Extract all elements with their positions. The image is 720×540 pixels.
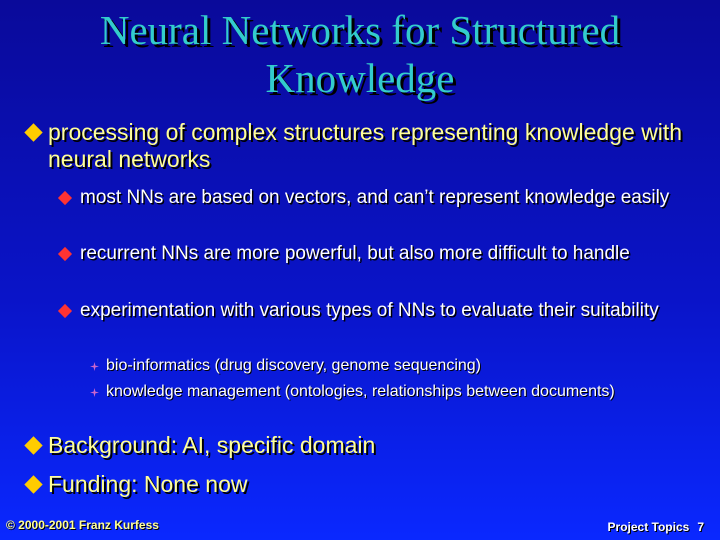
slide-title-line-2: Knowledge (265, 55, 455, 101)
bullet-level1-text: Funding: None now (48, 471, 248, 497)
footer-copyright: © 2000-2001 Franz Kurfess (6, 518, 159, 532)
bullet-level3-text: bio-informatics (drug discovery, genome … (106, 357, 481, 374)
bullet-level2-text: most NNs are based on vectors, and can’t… (80, 187, 670, 208)
slide-title-line-1: Neural Networks for Structured (99, 7, 621, 53)
bullet-level3-text: knowledge management (ontologies, relati… (106, 383, 615, 400)
diamond-bullet-icon (24, 436, 43, 455)
bullet-level2-text: recurrent NNs are more powerful, but als… (80, 243, 630, 264)
sparkle-bullet-icon (90, 362, 99, 371)
footer-section: Project Topics 7 (600, 520, 704, 534)
diamond-bullet-icon (57, 303, 73, 319)
slide-title: Neural Networks for Structured Knowledge (0, 6, 720, 102)
diamond-bullet-icon (57, 190, 73, 206)
footer-section-label: Project Topics (607, 520, 690, 534)
bullet-level1-text: Background: AI, specific domain (48, 432, 376, 458)
diamond-bullet-icon (57, 246, 73, 262)
bullet-level2-text: experimentation with various types of NN… (80, 300, 659, 321)
diamond-bullet-icon (24, 123, 43, 142)
bullet-level1-text: processing of complex structures represe… (48, 119, 683, 172)
sparkle-bullet-icon (90, 388, 99, 397)
diamond-bullet-icon (24, 475, 43, 494)
page-number: 7 (697, 520, 704, 534)
